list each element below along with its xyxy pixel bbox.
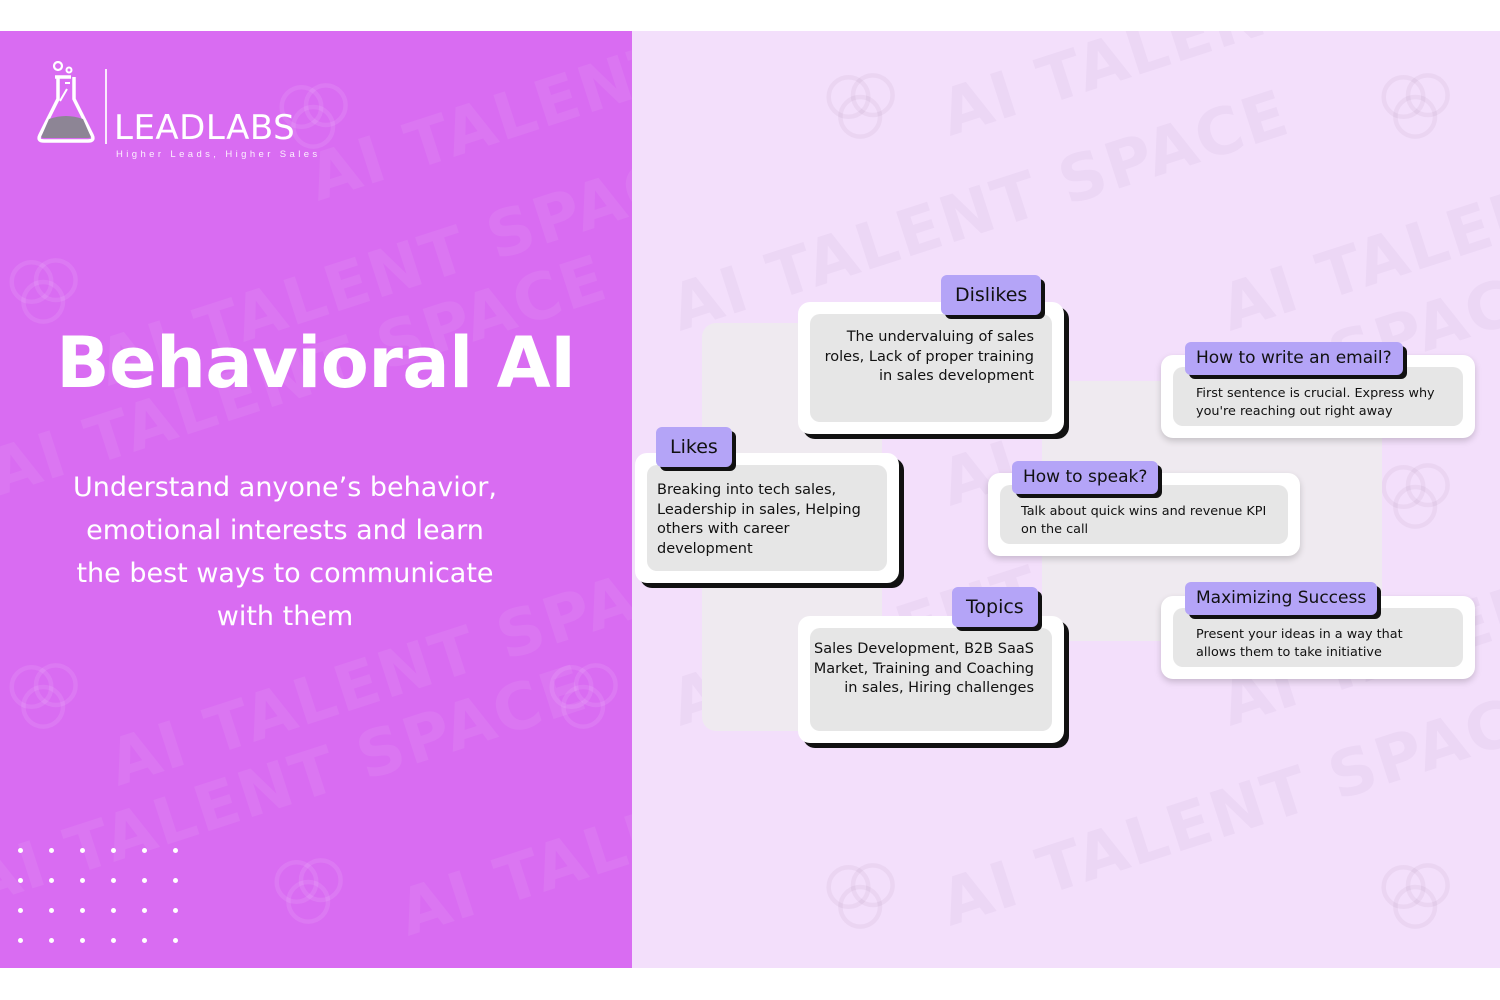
watermark-text: AI TALENT SPACE xyxy=(1212,77,1500,347)
decorative-dot xyxy=(173,908,178,913)
card-inner xyxy=(810,314,1052,422)
success-text: Present your ideas in a way that allows … xyxy=(1196,627,1403,660)
card-inner xyxy=(1173,608,1463,667)
brain-watermark-icon xyxy=(826,863,895,929)
dislikes-text: The undervaluing of sales roles, Lack of… xyxy=(824,329,1034,384)
brain-watermark-icon xyxy=(1381,463,1450,529)
dislikes-card: The undervaluing of sales roles, Lack of… xyxy=(798,302,1064,434)
decorative-dot xyxy=(49,908,54,913)
dislikes-tag: Dislikes xyxy=(941,275,1042,315)
decorative-dot xyxy=(173,938,178,943)
brain-watermark-icon xyxy=(1381,863,1450,929)
card-inner xyxy=(810,628,1052,731)
page-subtitle: Understand anyone’s behavior, emotional … xyxy=(73,472,497,632)
flask-logo-icon xyxy=(37,61,95,143)
decorative-dot xyxy=(49,938,54,943)
decorative-dot xyxy=(142,908,147,913)
email-tag: How to write an email? xyxy=(1185,342,1403,375)
brain-watermark-icon xyxy=(549,663,618,729)
watermark-text: AI TALENT SPACE xyxy=(932,31,1500,151)
decorative-dot xyxy=(80,938,85,943)
brand-name: LEADLABS xyxy=(114,108,296,148)
watermark-text: AI TALENT SPACE xyxy=(390,682,632,952)
success-tag: Maximizing Success xyxy=(1185,582,1378,615)
decorative-dot xyxy=(80,848,85,853)
slide: AI TALENT SPACE AI TALENT SPACE AI TALEN… xyxy=(0,31,1500,968)
decorative-dot xyxy=(18,908,23,913)
decorative-dot xyxy=(18,878,23,883)
card-inner xyxy=(1173,367,1463,426)
likes-text: Breaking into tech sales, Leadership in … xyxy=(657,482,861,557)
decorative-dot xyxy=(111,908,116,913)
decorative-dot xyxy=(18,938,23,943)
left-panel: AI TALENT SPACE AI TALENT SPACE AI TALEN… xyxy=(0,31,632,968)
watermark-text: AI TALENT SPACE xyxy=(300,31,632,217)
brain-watermark-icon xyxy=(1381,73,1450,139)
decorative-dot xyxy=(80,878,85,883)
likes-tag: Likes xyxy=(656,427,732,467)
decorative-dot xyxy=(111,878,116,883)
brand-logo[interactable]: LEADLABS Higher Leads, Higher Sales xyxy=(34,61,334,181)
likes-card: Breaking into tech sales, Leadership in … xyxy=(635,453,899,583)
topics-text: Sales Development, B2B SaaS Market, Trai… xyxy=(813,641,1034,696)
logo-divider xyxy=(105,69,107,144)
email-text: First sentence is crucial. Express why y… xyxy=(1196,386,1435,419)
decorative-dot xyxy=(49,848,54,853)
speak-tag: How to speak? xyxy=(1012,461,1159,494)
dot-grid-decoration xyxy=(18,848,188,948)
decorative-dot xyxy=(142,878,147,883)
decorative-dot xyxy=(142,848,147,853)
brain-watermark-icon xyxy=(9,663,78,729)
topics-tag: Topics xyxy=(952,587,1038,627)
decorative-dot xyxy=(49,878,54,883)
card-inner xyxy=(647,465,887,571)
decorative-dot xyxy=(173,878,178,883)
decorative-dot xyxy=(80,908,85,913)
speak-text: Talk about quick wins and revenue KPI on… xyxy=(1021,504,1267,537)
brain-watermark-icon xyxy=(826,73,895,139)
page-title: Behavioral AI xyxy=(56,322,576,404)
right-panel: AI TALENT SPACE AI TALENT SPACE AI TALEN… xyxy=(632,31,1500,968)
decorative-dot xyxy=(173,848,178,853)
topics-card: Sales Development, B2B SaaS Market, Trai… xyxy=(798,616,1064,743)
card-inner xyxy=(1000,485,1288,544)
decorative-dot xyxy=(111,938,116,943)
decorative-dot xyxy=(18,848,23,853)
decorative-dot xyxy=(142,938,147,943)
brand-tagline: Higher Leads, Higher Sales xyxy=(116,149,321,160)
brain-watermark-icon xyxy=(274,858,343,924)
decorative-dot xyxy=(111,848,116,853)
